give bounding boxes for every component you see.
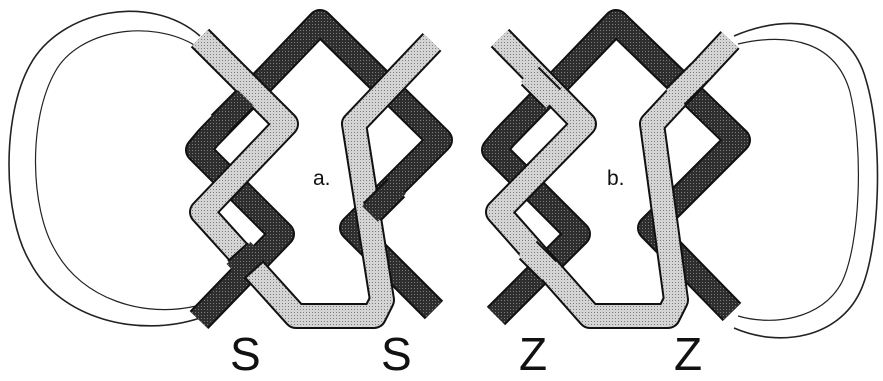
panel-a-label: a.: [313, 167, 331, 190]
panel-a-left-loop: [9, 11, 200, 326]
panel-b-right-twist-label: Z: [674, 328, 702, 380]
panel-a-left-loop-inner: [35, 31, 196, 310]
panel-b-right-loop: [734, 23, 877, 337]
panel-a-right-twist-label: S: [381, 328, 412, 380]
panel-b-label: b.: [607, 167, 625, 190]
panel-b-left-twist-label: Z: [519, 328, 547, 380]
panel-a-left-twist-label: S: [230, 328, 261, 380]
panel-b: b. Z Z: [494, 22, 877, 380]
panel-b-right-loop-inner: [738, 39, 858, 320]
panel-a: a. S S: [9, 11, 440, 380]
